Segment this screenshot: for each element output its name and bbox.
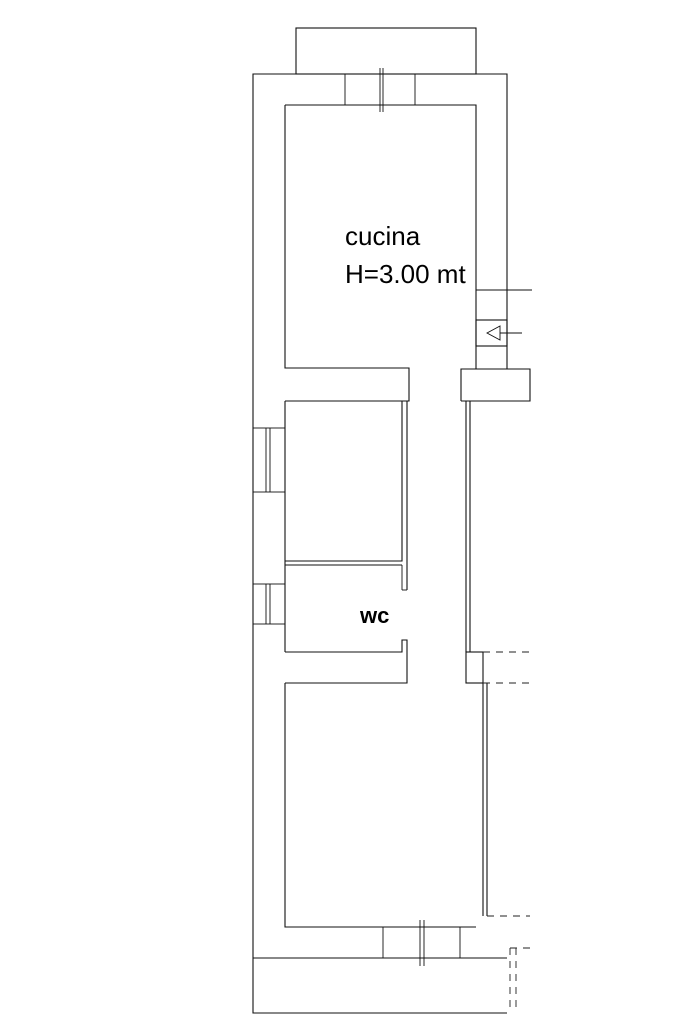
room-middle	[284, 400, 409, 591]
outer-walls	[252, 73, 508, 1014]
entrance	[475, 289, 532, 369]
balcony-top	[295, 27, 477, 75]
room-name-kitchen: cucina	[345, 221, 421, 251]
room-bottom	[284, 683, 488, 928]
dashed-boundaries	[483, 651, 530, 1013]
entrance-arrow-icon	[486, 325, 501, 341]
window-left-1	[252, 427, 286, 493]
window-left-2	[252, 583, 286, 625]
corridor-wall	[460, 368, 531, 684]
room-name-wc: wc	[360, 603, 390, 628]
window-bottom	[382, 920, 461, 966]
window-top	[344, 68, 416, 112]
room-kitchen	[284, 104, 477, 402]
room-height-kitchen: H=3.00 mt	[345, 259, 466, 289]
